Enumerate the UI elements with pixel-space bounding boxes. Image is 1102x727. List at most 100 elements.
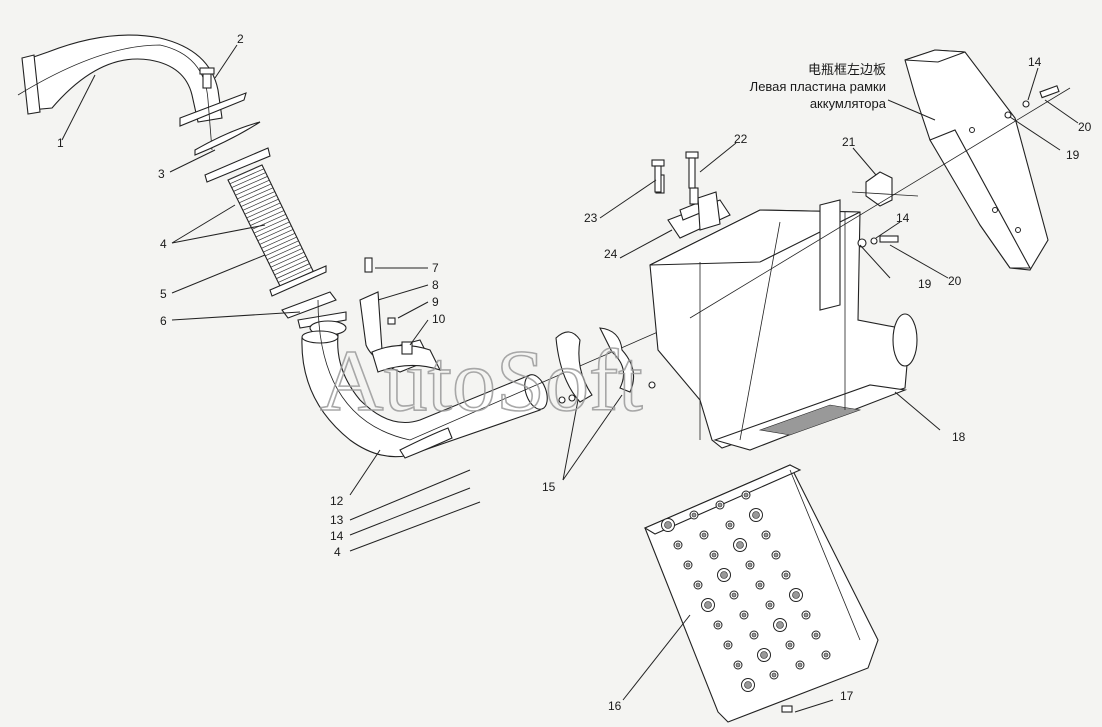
bellows-rib <box>240 191 275 207</box>
callout-4-upper: 4 <box>160 237 167 251</box>
shield-perforation-inner <box>720 571 728 579</box>
shield-perforation-inner <box>727 522 733 528</box>
shield-perforation-inner <box>711 552 717 558</box>
caption-chinese: 电瓶框左边板 <box>808 62 886 77</box>
bellows-rib <box>235 179 270 196</box>
shield-perforation-inner <box>823 652 829 658</box>
shield-perforation-inner <box>803 612 809 618</box>
shield-perforation-inner <box>664 521 672 529</box>
shield-perforation-inner <box>792 591 800 599</box>
shield-perforation-inner <box>743 492 749 498</box>
callout-17: 17 <box>840 689 854 703</box>
lower-bent-pipe <box>301 299 691 459</box>
shield-perforation-inner <box>725 642 731 648</box>
callout-8: 8 <box>432 278 439 292</box>
bellows-rib <box>239 187 274 204</box>
heat-shield-16 <box>643 464 879 723</box>
bellows-rib <box>242 195 277 211</box>
callout-14-lower: 14 <box>330 529 344 543</box>
watermark: AutoSoft <box>320 333 643 430</box>
shield-perforation-inner <box>715 622 721 628</box>
callout-20-upper: 20 <box>1078 120 1092 134</box>
callout-24: 24 <box>604 247 618 261</box>
bellows-rib <box>253 217 288 234</box>
callout-16: 16 <box>608 699 622 713</box>
shield-perforation-inner <box>771 672 777 678</box>
bellows-rib <box>257 225 292 242</box>
assembly-centerline <box>689 87 1071 641</box>
bellows-rib <box>266 244 301 260</box>
support-bracket <box>359 257 442 373</box>
callout-12: 12 <box>330 494 344 508</box>
bellows-rib <box>268 248 303 264</box>
callout-13: 13 <box>330 513 344 527</box>
shield-perforation-inner <box>691 512 697 518</box>
shield-perforation-inner <box>731 592 737 598</box>
shield-perforation-inner <box>773 552 779 558</box>
callout-14-middle: 14 <box>896 211 910 225</box>
bolt-17 <box>781 705 793 713</box>
shield-perforation-inner <box>736 541 744 549</box>
flange-6 <box>281 291 347 336</box>
bellows-rib <box>263 236 297 253</box>
bolt-22 <box>685 151 699 189</box>
callout-20-lower: 20 <box>948 274 962 288</box>
pipe-clamp <box>555 327 656 404</box>
shield-perforation-inner <box>776 621 784 629</box>
bolt-2 <box>199 67 215 89</box>
bellows-rib <box>259 229 294 245</box>
callout-22: 22 <box>734 132 748 146</box>
callout-10: 10 <box>432 312 446 326</box>
callout-9: 9 <box>432 295 439 309</box>
shield-perforation-inner <box>797 662 803 668</box>
shield-perforation-inner <box>675 542 681 548</box>
callout-23: 23 <box>584 211 598 225</box>
bellows-rib <box>244 198 279 215</box>
bellows-rib <box>278 267 312 283</box>
bellows-rib <box>246 202 281 219</box>
caption-russian-line1: Левая пластина рамки <box>750 79 886 94</box>
bellows-rib <box>231 172 266 188</box>
muffler-18 <box>649 174 918 451</box>
bellows-rib <box>248 206 283 223</box>
muffler-mount-bracket <box>667 191 731 239</box>
callout-14-upper: 14 <box>1028 55 1042 69</box>
bellows-rib <box>227 164 263 181</box>
caption-russian-line2: аккумлятора <box>810 96 887 111</box>
shield-perforation-inner <box>783 572 789 578</box>
bellows-rib <box>255 221 290 238</box>
bellows-rib <box>276 263 310 279</box>
shield-perforation-inner <box>701 532 707 538</box>
bellows-rib <box>250 210 285 226</box>
shield-perforation-inner <box>747 562 753 568</box>
shield-perforation-inner <box>752 511 760 519</box>
flexible-bellows-pipe <box>204 147 327 297</box>
shield-perforation-inner <box>735 662 741 668</box>
washer-and-bolt <box>857 85 1060 248</box>
bellows-rib <box>265 240 299 257</box>
shield-perforation-inner <box>813 632 819 638</box>
bolt-23 <box>651 159 665 193</box>
shield-perforation-inner <box>717 502 723 508</box>
gasket-3 <box>194 121 261 156</box>
callout-4-lower: 4 <box>334 545 341 559</box>
callout-21: 21 <box>842 135 856 149</box>
shield-perforation-inner <box>744 681 752 689</box>
callout-1: 1 <box>57 136 64 150</box>
bellows-rib <box>237 183 272 200</box>
bellows-rib <box>233 176 268 192</box>
bellows-rib <box>229 168 264 185</box>
shield-perforation-inner <box>741 612 747 618</box>
callout-3: 3 <box>158 167 165 181</box>
shield-perforation-inner <box>760 651 768 659</box>
callout-2: 2 <box>237 32 244 46</box>
leader-lines <box>61 44 1079 713</box>
upper-exhaust-pipe <box>17 34 247 151</box>
callout-19-lower: 19 <box>918 277 932 291</box>
callout-19-upper: 19 <box>1066 148 1080 162</box>
bellows-rib <box>274 259 308 276</box>
shield-perforation-inner <box>751 632 757 638</box>
battery-frame-left-panel <box>904 49 1049 271</box>
shield-perforation-inner <box>704 601 712 609</box>
